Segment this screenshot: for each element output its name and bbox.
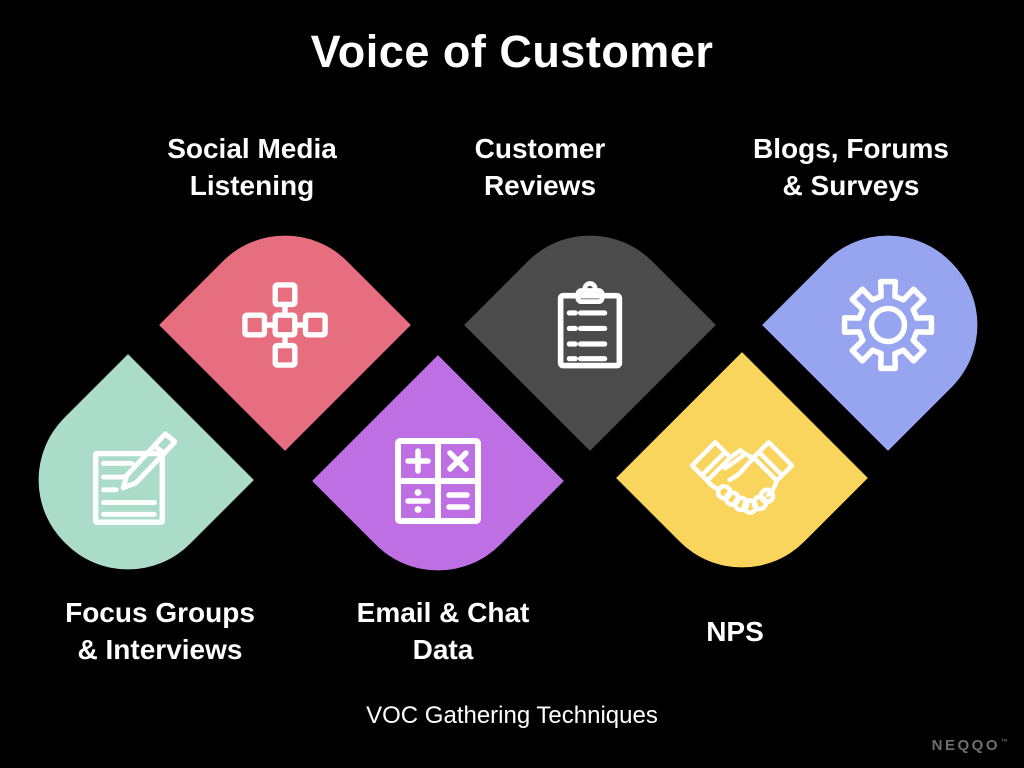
clipboard-icon: [552, 275, 628, 375]
brand-name: NEQQO: [931, 737, 1000, 754]
subtitle: VOC Gathering Techniques: [366, 702, 658, 729]
technique-shape-nps: [616, 352, 868, 604]
technique-shape-focus-groups: [2, 354, 254, 606]
technique-label-email-chat-data: Email & Chat Data: [293, 592, 593, 670]
label-line: Blogs, Forums: [752, 133, 949, 164]
network-icon: [241, 281, 329, 369]
calculator-icon: [394, 437, 482, 525]
technique-label-nps: NPS: [585, 592, 885, 670]
technique-label-focus-groups-interviews: Focus Groups & Interviews: [10, 592, 310, 670]
label-line: NPS: [706, 615, 764, 647]
technique-shape-social-media: [159, 199, 411, 451]
label-line: & Interviews: [77, 634, 243, 665]
brand-logo: NEQQO™: [932, 737, 1008, 754]
gear-icon: [840, 277, 936, 373]
trademark-mark: ™: [1001, 739, 1008, 746]
technique-shape-blogs-forums-surveys: [762, 199, 1014, 451]
technique-shape-email-chat: [312, 355, 564, 607]
label-line: Focus Groups: [65, 597, 255, 628]
label-line: Social Media: [167, 133, 337, 164]
page-title: Voice of Customer: [310, 26, 714, 77]
note-pencil-icon: [79, 426, 177, 534]
handshake-icon: [684, 433, 800, 523]
label-line: & Surveys: [782, 170, 920, 201]
label-line: Data: [412, 634, 474, 665]
label-line: Listening: [189, 170, 315, 201]
technique-label-customer-reviews: Customer Reviews: [390, 128, 690, 206]
label-line: Email & Chat: [356, 597, 530, 628]
label-line: Customer: [474, 133, 606, 164]
technique-label-social-media-listening: Social Media Listening: [102, 128, 402, 206]
label-line: Reviews: [483, 170, 597, 201]
technique-shape-customer-reviews: [464, 199, 716, 451]
technique-label-blogs-forums-surveys: Blogs, Forums & Surveys: [701, 128, 1001, 206]
